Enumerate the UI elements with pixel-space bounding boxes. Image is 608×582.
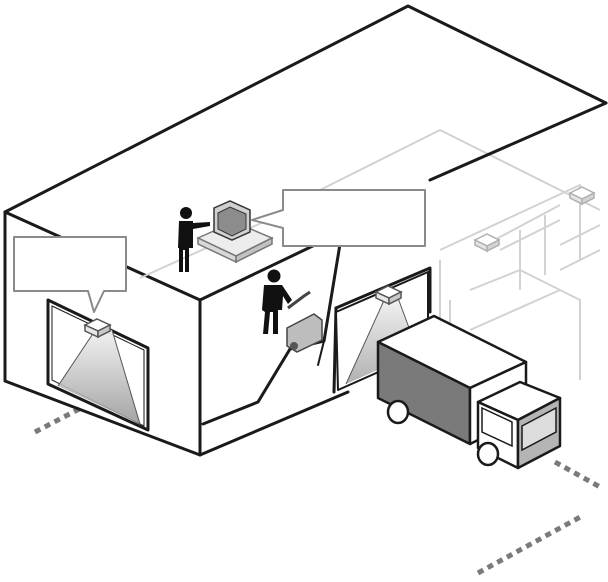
ground-path-bottom <box>478 516 582 573</box>
ground-path-right <box>555 462 600 487</box>
forklift-icon <box>287 292 322 352</box>
truck-icon <box>378 316 560 468</box>
callout-left <box>14 237 126 312</box>
reader-device-icon <box>570 187 594 204</box>
ground-path-left <box>35 407 83 432</box>
callout-center <box>252 190 425 246</box>
person-icon <box>262 270 292 335</box>
computer-icon <box>198 201 272 262</box>
reader-device-icon <box>475 234 499 251</box>
